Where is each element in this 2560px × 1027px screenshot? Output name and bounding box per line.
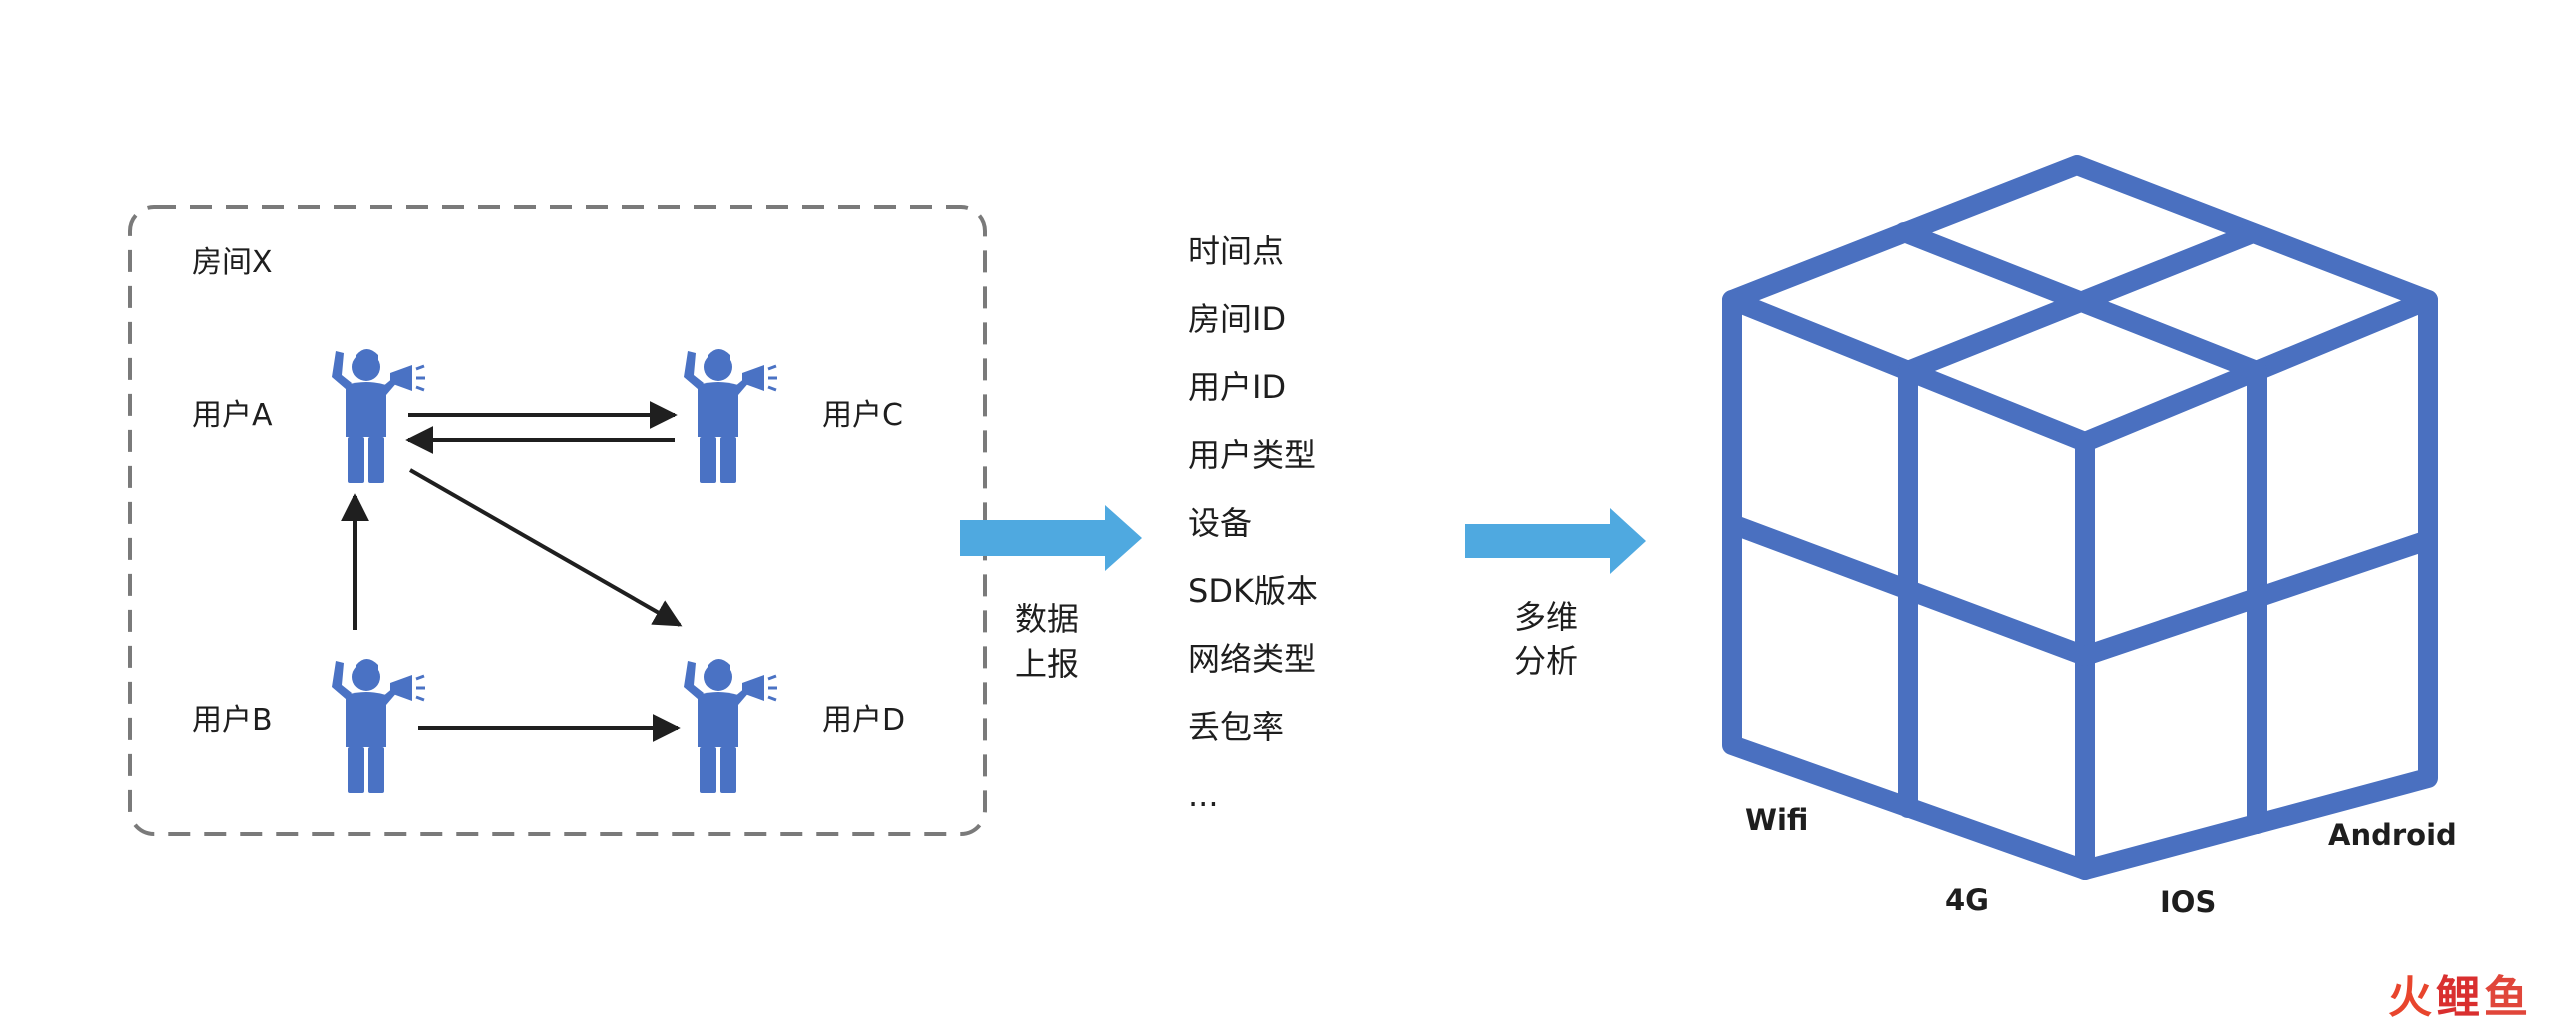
field-item: 房间ID <box>1188 300 1286 338</box>
report-label-line1: 数据 <box>1015 600 1079 638</box>
connector-a-to-d <box>409 468 683 627</box>
field-item: 丢包率 <box>1188 708 1284 746</box>
report-label-line2: 上报 <box>1015 645 1079 683</box>
room-title: 房间X <box>192 245 273 280</box>
user-c-label: 用户C <box>822 398 903 433</box>
watermark-char-2: 鲤 <box>2436 972 2480 1023</box>
field-item: SDK版本 <box>1188 572 1318 610</box>
user-d-label: 用户D <box>822 703 905 738</box>
cube-label-4g: 4G <box>1945 883 1989 917</box>
user-a-label: 用户A <box>192 398 273 433</box>
field-item: 设备 <box>1188 504 1252 542</box>
watermark-char-1: 火 <box>2388 972 2432 1023</box>
user-b-label: 用户B <box>192 703 273 738</box>
user-b-icon <box>330 657 426 795</box>
field-list: 时间点 房间ID 用户ID 用户类型 设备 SDK版本 网络类型 丢包率 ... <box>1188 232 1318 814</box>
data-cube <box>1722 155 2438 880</box>
cube-label-ios: IOS <box>2160 885 2216 919</box>
report-arrow <box>960 505 1142 571</box>
user-d-icon <box>682 657 778 795</box>
watermark-char-3: 鱼 <box>2484 972 2528 1023</box>
analysis-arrow <box>1465 508 1646 574</box>
field-item: 时间点 <box>1188 232 1284 270</box>
room-border <box>128 205 987 836</box>
field-item: ... <box>1188 776 1219 814</box>
analysis-label-line2: 分析 <box>1514 642 1578 680</box>
field-item: 用户类型 <box>1188 436 1316 474</box>
user-c-icon <box>682 347 778 485</box>
cube-label-wifi: Wifi <box>1745 803 1808 837</box>
analysis-label-line1: 多维 <box>1514 598 1578 636</box>
field-item: 用户ID <box>1188 368 1286 406</box>
watermark-logo: 火 鲤 鱼 <box>2388 972 2528 1023</box>
cube-label-android: Android <box>2328 818 2457 852</box>
field-item: 网络类型 <box>1188 640 1316 678</box>
